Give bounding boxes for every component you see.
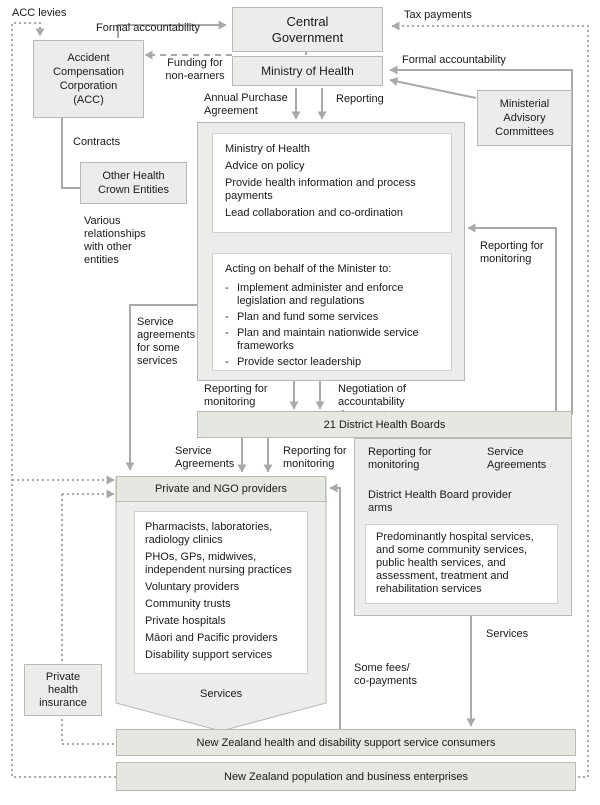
consumers-label: New Zealand health and disability suppor… xyxy=(196,736,496,749)
fees-line xyxy=(329,483,341,729)
ministry-function-item: Advice on policy xyxy=(225,160,305,172)
ministry-function-item: Provide health information and process p… xyxy=(225,177,416,202)
tax-payments-line xyxy=(391,21,589,778)
ministry-functions-list: Advice on policy Provide health informat… xyxy=(225,160,441,220)
reporting-monitoring-mid-label: Reporting for monitoring xyxy=(204,383,268,408)
reporting-monitoring-dhb-label: Reporting for monitoring xyxy=(368,446,432,471)
private-ngo-title-bar: Private and NGO providers xyxy=(116,476,326,502)
provider-item: Community trusts xyxy=(145,598,231,610)
ministry-function-item: Lead collaboration and co-ordination xyxy=(225,207,403,219)
provider-item: PHOs, GPs, midwives, independent nursing… xyxy=(145,551,292,576)
provider-item: Voluntary providers xyxy=(145,581,240,593)
dhb-formal-accountability-line xyxy=(389,65,573,415)
reporting-monitoring-right-label: Reporting for monitoring xyxy=(480,240,544,265)
provider-item: Disability support services xyxy=(145,649,273,661)
contracts-line xyxy=(61,118,80,189)
minister-functions-list: -Implement administer and enforce legisl… xyxy=(225,282,445,369)
minister-functions-heading: Acting on behalf of the Minister to: xyxy=(225,263,392,275)
ministerial-committees-box: Ministerial Advisory Committees xyxy=(477,90,572,146)
dhb-arms-services-box: Predominantly hospital services, and som… xyxy=(365,524,558,604)
ministry-of-health-label: Ministry of Health xyxy=(261,64,354,78)
service-agreements-ministry-line xyxy=(125,304,197,471)
provider-item: Pharmacists, laboratories, radiology cli… xyxy=(145,521,273,546)
contracts-label: Contracts xyxy=(73,136,121,148)
minister-function-item: -Provide sector leadership xyxy=(225,356,362,368)
reporting-top-label: Reporting xyxy=(336,93,384,105)
acc-label: Accident Compensation Corporation (ACC) xyxy=(53,52,124,106)
private-insurance-box: Private health insurance xyxy=(24,664,102,716)
services-right-label: Services xyxy=(486,628,529,640)
formal-accountability-right-label: Formal accountability xyxy=(402,54,506,66)
reporting-monitoring-left-label: Reporting for monitoring xyxy=(283,445,347,470)
private-ngo-list: Pharmacists, laboratories, radiology cli… xyxy=(145,521,305,666)
ministry-functions-heading: Ministry of Health xyxy=(225,143,310,155)
other-crown-label: Other Health Crown Entities xyxy=(98,170,169,196)
provider-item: Private hospitals xyxy=(145,615,226,627)
acc-box: Accident Compensation Corporation (ACC) xyxy=(33,40,144,118)
ministry-of-health-box: Ministry of Health xyxy=(232,56,383,86)
minister-function-item: -Implement administer and enforce legisl… xyxy=(225,282,404,307)
tax-payments-label: Tax payments xyxy=(404,9,472,21)
population-label: New Zealand population and business ente… xyxy=(224,770,468,783)
formal-accountability-line xyxy=(117,20,227,38)
dhb-arms-title: District Health Board provider arms xyxy=(368,489,512,514)
acc-levies-label: ACC levies xyxy=(12,7,67,19)
service-agreements-dhb-label: Service Agreements xyxy=(487,446,547,471)
central-government-label: Central Government xyxy=(271,13,344,45)
consumers-bar: New Zealand health and disability suppor… xyxy=(116,729,576,756)
services-bottom-label: Services xyxy=(200,688,243,700)
other-crown-box: Other Health Crown Entities xyxy=(80,162,187,204)
private-ngo-list-box: Pharmacists, laboratories, radiology cli… xyxy=(134,511,308,674)
minister-functions-box: Acting on behalf of the Minister to: -Im… xyxy=(212,253,452,371)
population-bar: New Zealand population and business ente… xyxy=(116,762,576,791)
service-agreements-some-label: Service agreements for some services xyxy=(137,316,196,367)
provider-item: Māori and Pacific providers xyxy=(145,632,278,644)
dhb-label: 21 District Health Boards xyxy=(323,418,446,431)
ministerial-line xyxy=(389,77,477,99)
minister-function-item: -Plan and fund some services xyxy=(225,311,379,323)
central-government-box: Central Government xyxy=(232,7,383,52)
dhb-reporting-line xyxy=(467,223,557,415)
dhb-bar: 21 District Health Boards xyxy=(197,411,572,438)
private-insurance-label: Private health insurance xyxy=(39,670,87,709)
funding-non-earners-label: Funding for non-earners xyxy=(165,57,225,82)
acc-levies-line xyxy=(11,22,116,778)
dhb-arms-panel: Reporting for monitoring Service Agreeme… xyxy=(354,438,572,616)
various-relationships-label: Various relationships with other entitie… xyxy=(84,215,146,266)
ministry-functions-box: Ministry of Health Advice on policy Prov… xyxy=(212,133,452,233)
insurance-line xyxy=(61,704,116,745)
ministry-functions-panel: Ministry of Health Advice on policy Prov… xyxy=(197,122,465,381)
annual-purchase-label: Annual Purchase Agreement xyxy=(204,92,288,117)
service-agreements-left-label: Service Agreements xyxy=(175,445,235,470)
formal-accountability-top-label: Formal accountability xyxy=(96,22,200,34)
minister-function-item: -Plan and maintain nationwide service fr… xyxy=(225,327,419,352)
ministerial-label: Ministerial Advisory Committees xyxy=(495,98,554,138)
dhb-arms-services-text: Predominantly hospital services, and som… xyxy=(376,531,534,595)
some-fees-label: Some fees/ co-payments xyxy=(354,662,417,687)
private-ngo-title: Private and NGO providers xyxy=(154,483,288,495)
